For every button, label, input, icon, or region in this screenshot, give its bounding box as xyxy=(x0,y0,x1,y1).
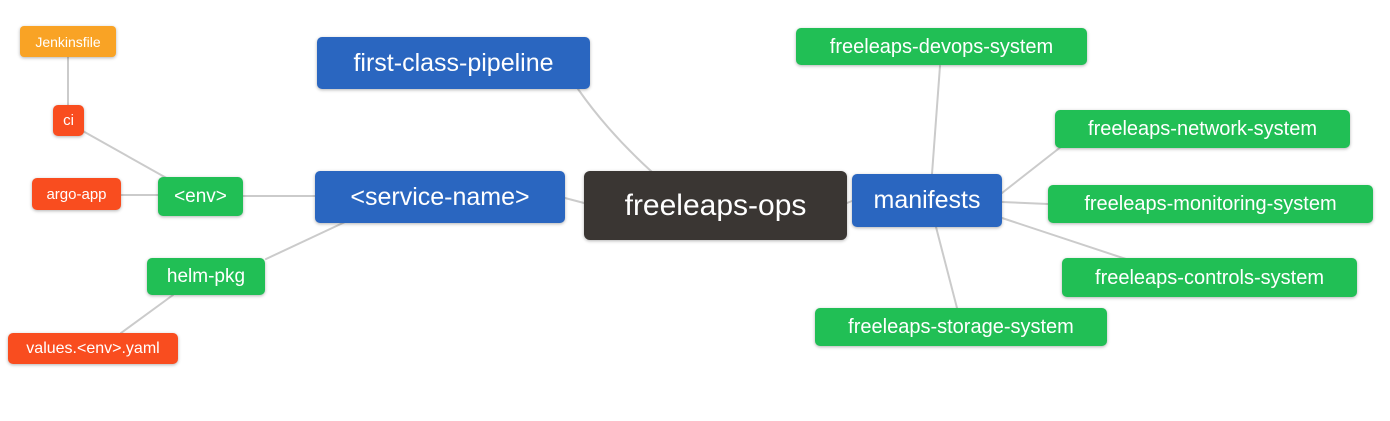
node-argo-app[interactable]: argo-app xyxy=(32,178,121,210)
edge-values-helm-pkg xyxy=(120,294,174,334)
node-controls-system[interactable]: freeleaps-controls-system xyxy=(1062,258,1357,297)
node-ci[interactable]: ci xyxy=(53,105,84,136)
node-network-system[interactable]: freeleaps-network-system xyxy=(1055,110,1350,148)
edge-ops-manifests xyxy=(846,200,853,204)
edge-manifests-devops xyxy=(931,65,941,175)
node-storage-system[interactable]: freeleaps-storage-system xyxy=(815,308,1107,346)
edge-first-class-pipeline-ops xyxy=(577,88,653,173)
node-manifests[interactable]: manifests xyxy=(852,174,1002,227)
node-first-class-pipeline[interactable]: first-class-pipeline xyxy=(317,37,590,89)
node-freeleaps-ops[interactable]: freeleaps-ops xyxy=(584,171,847,240)
edge-ci-env xyxy=(80,129,171,181)
edge-manifests-storage xyxy=(935,226,958,309)
node-devops-system[interactable]: freeleaps-devops-system xyxy=(796,28,1087,65)
node-jenkinsfile[interactable]: Jenkinsfile xyxy=(20,26,116,57)
edge-helm-pkg-service-name xyxy=(265,221,346,260)
edge-manifests-network xyxy=(1001,145,1063,194)
node-helm-pkg[interactable]: helm-pkg xyxy=(147,258,265,295)
node-values-env-yaml[interactable]: values.<env>.yaml xyxy=(8,333,178,364)
edge-manifests-controls xyxy=(1001,217,1136,263)
node-service-name[interactable]: <service-name> xyxy=(315,171,565,223)
edge-service-name-ops xyxy=(564,197,585,204)
node-monitoring-system[interactable]: freeleaps-monitoring-system xyxy=(1048,185,1373,223)
node-env[interactable]: <env> xyxy=(158,177,243,216)
edge-manifests-monitoring xyxy=(1001,201,1049,205)
